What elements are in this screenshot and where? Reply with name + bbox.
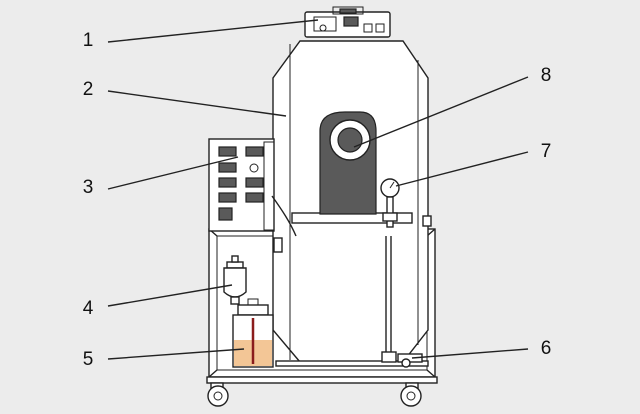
callout-8: 8: [540, 65, 552, 86]
wheel-left: [207, 382, 229, 407]
callout-7: 7: [540, 141, 552, 162]
port-panel: [319, 111, 377, 215]
wheel-right: [400, 382, 422, 407]
callout-3: 3: [82, 177, 94, 198]
callout-4: 4: [82, 298, 94, 319]
control-display-unit: [304, 6, 391, 38]
fitting: [273, 237, 283, 253]
water-separator: [223, 255, 247, 305]
hose: [271, 195, 297, 237]
pressure-gauge: [380, 178, 432, 356]
callout-2: 2: [82, 79, 94, 100]
tank: [232, 298, 274, 368]
callout-1: 1: [82, 30, 94, 51]
control-panel: [208, 138, 275, 232]
callout-6: 6: [540, 338, 552, 359]
drain-valve: [381, 351, 423, 368]
callout-5: 5: [82, 349, 94, 370]
leader-lines: [107, 19, 529, 360]
